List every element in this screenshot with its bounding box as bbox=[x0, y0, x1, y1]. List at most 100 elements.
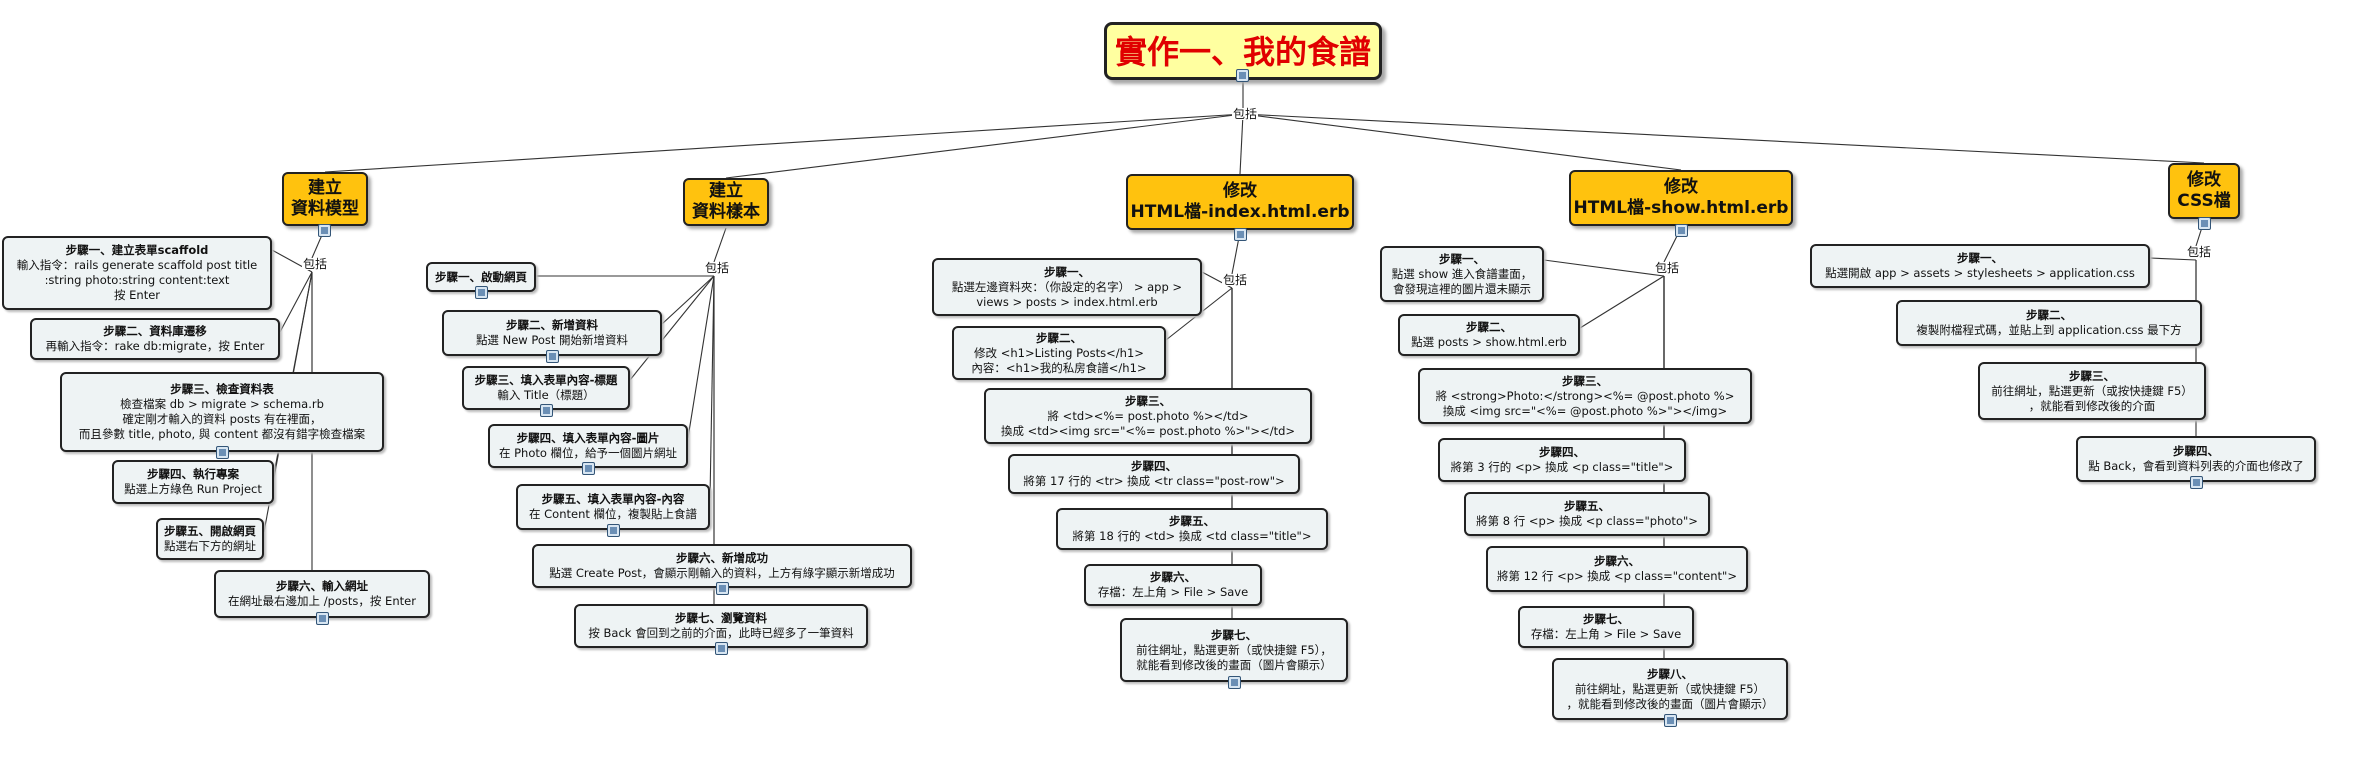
step-title: 步驟二、 bbox=[2026, 308, 2072, 322]
topic-model[interactable]: 建立 資料模型 bbox=[282, 172, 368, 226]
step-sample-7[interactable]: 步驟七、瀏覽資料按 Back 會回到之前的介面，此時已經多了一筆資料 bbox=[574, 604, 868, 648]
step-sample-1[interactable]: 步驟一、啟動網頁 bbox=[426, 262, 536, 292]
step-title: 步驟一、 bbox=[1044, 264, 1090, 279]
hub-to-step-line bbox=[279, 271, 313, 333]
step-sample-4[interactable]: 步驟四、填入表單內容-圖片在 Photo 欄位，給予一個圖片網址 bbox=[488, 424, 688, 468]
image-attachment-icon[interactable] bbox=[1234, 228, 1247, 241]
image-attachment-icon[interactable] bbox=[716, 582, 729, 595]
step-show-8[interactable]: 步驟八、前往網址，點選更新（或快捷鍵 F5） ，就能看到修改後的畫面（圖片會顯示… bbox=[1552, 658, 1788, 720]
step-description: 在網址最右邊加上 /posts，按 Enter bbox=[228, 594, 416, 608]
image-attachment-icon[interactable] bbox=[582, 462, 595, 475]
step-show-5[interactable]: 步驟五、將第 8 行 <p> 換成 <p class="photo"> bbox=[1464, 492, 1710, 536]
step-title: 步驟四、 bbox=[1131, 459, 1177, 473]
step-sample-5[interactable]: 步驟五、填入表單內容-內容在 Content 欄位，複製貼上食譜 bbox=[516, 484, 710, 530]
image-attachment-icon[interactable] bbox=[1675, 224, 1688, 237]
image-attachment-icon[interactable] bbox=[1228, 676, 1241, 689]
step-title: 步驟五、 bbox=[1169, 514, 1215, 528]
root-to-topic-line bbox=[324, 113, 1244, 173]
hub-to-step-line bbox=[1579, 275, 1665, 329]
step-title: 步驟四、執行專案 bbox=[147, 467, 239, 481]
step-title: 步驟四、 bbox=[1539, 445, 1585, 459]
hub-to-step-line bbox=[629, 275, 715, 381]
image-attachment-icon[interactable] bbox=[2190, 476, 2203, 489]
image-attachment-icon[interactable] bbox=[316, 612, 329, 625]
step-description: 在 Content 欄位，複製貼上食譜 bbox=[528, 507, 698, 521]
step-title: 步驟三、 bbox=[2069, 368, 2115, 383]
topic-sample[interactable]: 建立 資料樣本 bbox=[683, 178, 769, 226]
image-attachment-icon[interactable] bbox=[1236, 69, 1249, 82]
step-title: 步驟二、資料庫遷移 bbox=[103, 324, 207, 338]
step-show-7[interactable]: 步驟七、存檔：左上角 > File > Save bbox=[1518, 606, 1694, 648]
topic-index[interactable]: 修改 HTML檔-index.html.erb bbox=[1126, 174, 1354, 230]
step-description: 將第 3 行的 <p> 換成 <p class="title"> bbox=[1450, 460, 1674, 474]
step-index-1[interactable]: 步驟一、點選左邊資料夾：（你設定的名字） > app > views > pos… bbox=[932, 258, 1202, 316]
root-to-topic-line bbox=[1239, 113, 1244, 175]
topic-connector-label-model: 包括 bbox=[302, 257, 329, 271]
step-css-4[interactable]: 步驟四、點 Back，會看到資料列表的介面也修改了 bbox=[2076, 436, 2316, 482]
root-to-topic-line bbox=[1242, 113, 1682, 171]
step-description: 檢查檔案 db > migrate > schema.rb 確定剛才輸入的資料 … bbox=[78, 397, 366, 441]
step-index-3[interactable]: 步驟三、將 <td><%= post.photo %></td> 換成 <td>… bbox=[984, 388, 1312, 444]
step-model-4[interactable]: 步驟四、執行專案點選上方綠色 Run Project bbox=[112, 460, 274, 504]
step-sample-3[interactable]: 步驟三、填入表單內容-標題輸入 Title（標題） bbox=[462, 366, 630, 410]
hub-to-step-line bbox=[661, 275, 715, 325]
step-index-2[interactable]: 步驟二、修改 <h1>Listing Posts</h1> 內容：<h1>我的私… bbox=[952, 326, 1166, 380]
step-show-2[interactable]: 步驟二、點選 posts > show.html.erb bbox=[1398, 314, 1580, 356]
step-title: 步驟五、 bbox=[1564, 499, 1610, 513]
step-description: 複製附檔程式碼，並貼上到 application.css 最下方 bbox=[1916, 323, 2182, 337]
step-model-6[interactable]: 步驟六、輸入網址在網址最右邊加上 /posts，按 Enter bbox=[214, 570, 430, 618]
step-description: 將 <strong>Photo:</strong><%= @post.photo… bbox=[1435, 388, 1735, 418]
step-show-4[interactable]: 步驟四、將第 3 行的 <p> 換成 <p class="title"> bbox=[1438, 438, 1686, 482]
step-description: 點 Back，會看到資料列表的介面也修改了 bbox=[2088, 459, 2304, 473]
image-attachment-icon[interactable] bbox=[2198, 217, 2211, 230]
image-attachment-icon[interactable] bbox=[318, 224, 331, 237]
step-title: 步驟八、 bbox=[1647, 666, 1693, 681]
step-index-6[interactable]: 步驟六、存檔：左上角 > File > Save bbox=[1084, 564, 1262, 606]
hub-to-step-line bbox=[1543, 259, 1665, 277]
step-title: 步驟一、啟動網頁 bbox=[435, 269, 527, 284]
step-title: 步驟二、新增資料 bbox=[506, 318, 598, 332]
step-css-2[interactable]: 步驟二、複製附檔程式碼，並貼上到 application.css 最下方 bbox=[1896, 300, 2202, 346]
image-attachment-icon[interactable] bbox=[715, 642, 728, 655]
step-css-3[interactable]: 步驟三、前往網址，點選更新（或按快捷鍵 F5） ，就能看到修改後的介面 bbox=[1978, 362, 2206, 420]
image-attachment-icon[interactable] bbox=[1664, 714, 1677, 727]
step-index-7[interactable]: 步驟七、前往網址，點選更新（或快捷鍵 F5）， 就能看到修改後的畫面（圖片會顯示… bbox=[1120, 618, 1348, 682]
step-title: 步驟三、檢查資料表 bbox=[170, 382, 274, 396]
step-description: 輸入 Title（標題） bbox=[497, 388, 595, 402]
step-title: 步驟五、開啟網頁 bbox=[164, 524, 256, 538]
step-title: 步驟七、 bbox=[1211, 627, 1257, 642]
step-title: 步驟六、新增成功 bbox=[676, 551, 768, 565]
step-show-1[interactable]: 步驟一、點選 show 進入食譜畫面， 會發現這裡的圖片還未顯示 bbox=[1380, 246, 1544, 302]
step-model-2[interactable]: 步驟二、資料庫遷移再輸入指令：rake db:migrate，按 Enter bbox=[30, 318, 280, 360]
step-title: 步驟六、 bbox=[1150, 570, 1196, 584]
step-show-6[interactable]: 步驟六、將第 12 行 <p> 換成 <p class="content"> bbox=[1486, 546, 1748, 592]
image-attachment-icon[interactable] bbox=[475, 286, 488, 299]
image-attachment-icon[interactable] bbox=[546, 350, 559, 363]
step-description: 按 Back 會回到之前的介面，此時已經多了一筆資料 bbox=[588, 626, 854, 640]
step-title: 步驟一、 bbox=[1439, 251, 1485, 266]
step-title: 步驟二、 bbox=[1466, 320, 1512, 334]
step-description: 點選 show 進入食譜畫面， 會發現這裡的圖片還未顯示 bbox=[1391, 266, 1533, 296]
image-attachment-icon[interactable] bbox=[216, 446, 229, 459]
step-model-5[interactable]: 步驟五、開啟網頁點選右下方的網址 bbox=[156, 518, 264, 560]
step-description: 將第 12 行 <p> 換成 <p class="content"> bbox=[1496, 569, 1737, 583]
step-show-3[interactable]: 步驟三、將 <strong>Photo:</strong><%= @post.p… bbox=[1418, 368, 1752, 424]
step-description: 點選右下方的網址 bbox=[164, 539, 256, 553]
step-description: 存檔：左上角 > File > Save bbox=[1530, 627, 1682, 641]
step-title: 步驟四、 bbox=[2173, 444, 2219, 458]
topic-connector-label-index: 包括 bbox=[1222, 273, 1249, 287]
image-attachment-icon[interactable] bbox=[540, 404, 553, 417]
image-attachment-icon[interactable] bbox=[607, 524, 620, 537]
step-index-4[interactable]: 步驟四、將第 17 行的 <tr> 換成 <tr class="post-row… bbox=[1008, 454, 1300, 494]
topic-connector-label-show: 包括 bbox=[1654, 261, 1681, 275]
step-title: 步驟七、 bbox=[1583, 612, 1629, 626]
topic-css[interactable]: 修改 CSS檔 bbox=[2168, 163, 2240, 219]
step-model-3[interactable]: 步驟三、檢查資料表檢查檔案 db > migrate > schema.rb 確… bbox=[60, 372, 384, 452]
step-title: 步驟三、 bbox=[1562, 373, 1608, 388]
step-title: 步驟一、建立表單scaffold bbox=[65, 243, 209, 257]
step-css-1[interactable]: 步驟一、點選開啟 app > assets > stylesheets > ap… bbox=[1810, 244, 2150, 288]
topic-show[interactable]: 修改 HTML檔-show.html.erb bbox=[1569, 170, 1793, 226]
step-description: 在 Photo 欄位，給予一個圖片網址 bbox=[498, 446, 678, 460]
step-index-5[interactable]: 步驟五、將第 18 行的 <td> 換成 <td class="title"> bbox=[1056, 508, 1328, 550]
